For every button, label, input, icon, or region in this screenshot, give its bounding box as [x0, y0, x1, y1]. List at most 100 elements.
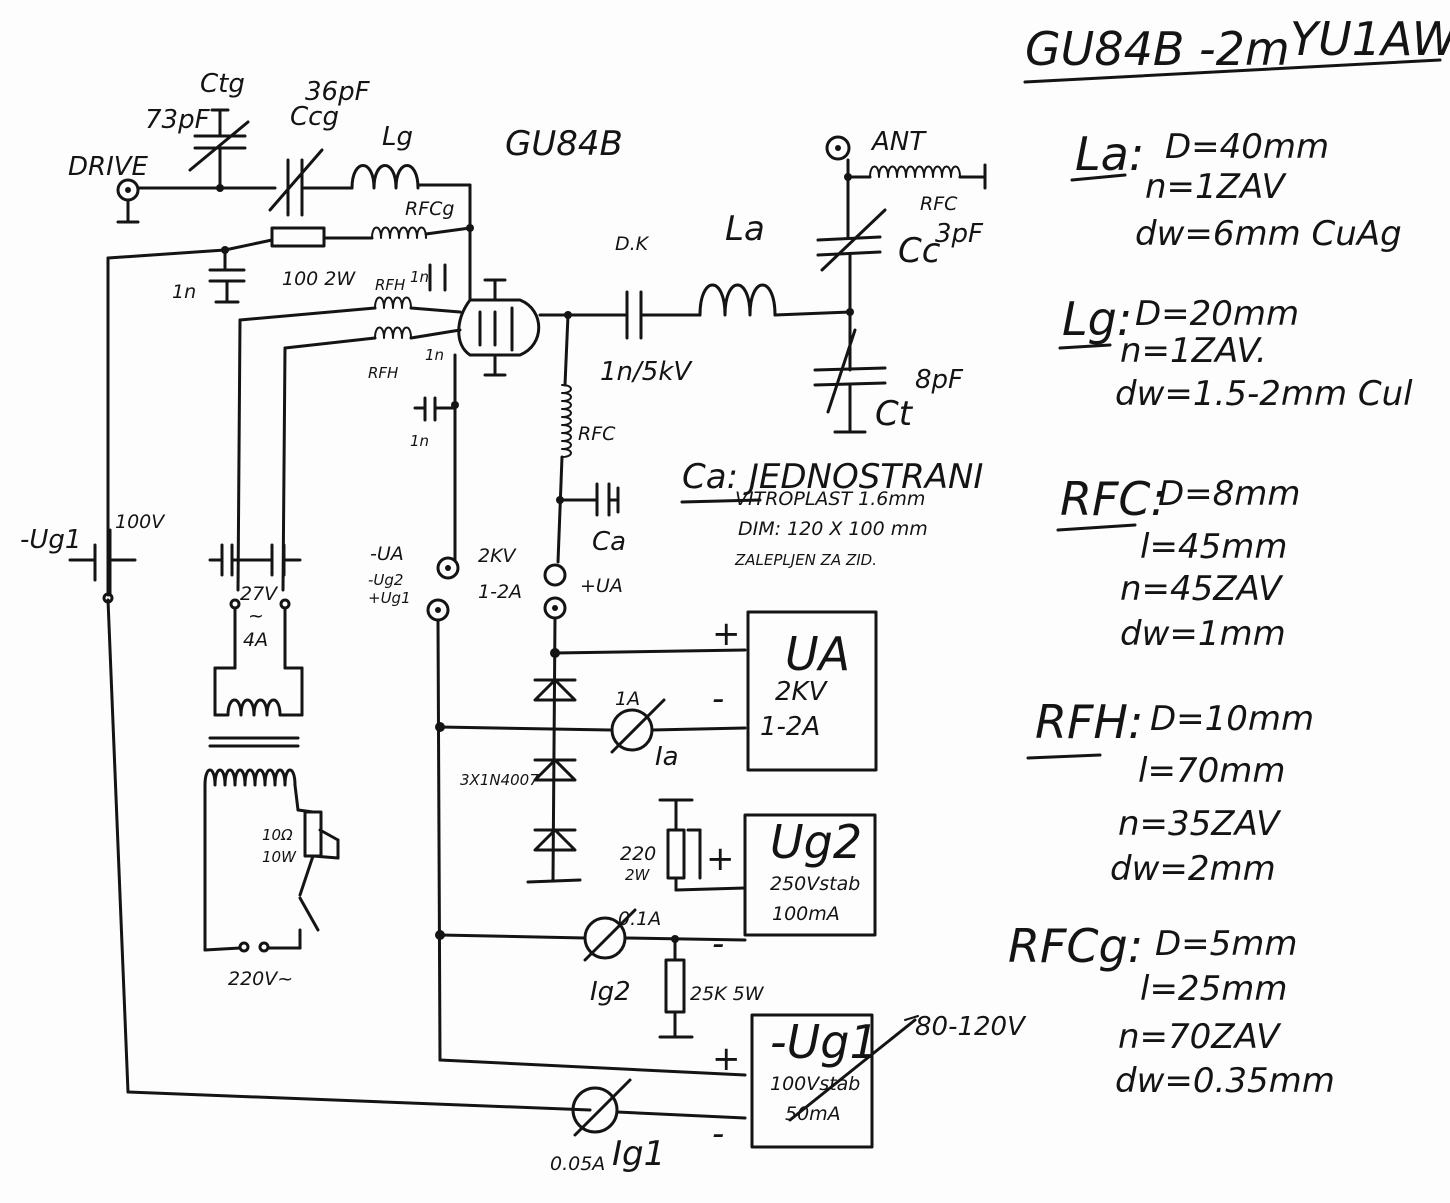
spec-rfcg-l1: D=5mm: [1155, 924, 1298, 964]
cc-value: 3pF: [935, 219, 984, 249]
spec-lg-l1: D=20mm: [1135, 294, 1299, 334]
spec-la-l3: dw=6mm CuAg: [1135, 214, 1402, 254]
filament-ac: ~: [248, 605, 264, 627]
meter-ia: 1A Ia: [438, 688, 747, 772]
rfh-2-label: RFH: [368, 364, 398, 382]
ccg-value: 36pF: [305, 77, 371, 107]
supply-ug2-l1: 250Vstab: [770, 873, 860, 895]
coupling-cap-label: 1n/5kV: [600, 357, 693, 387]
mains-label: 220V~: [228, 968, 293, 990]
spec-lg: Lg: D=20mm n=1ZAV. dw=1.5-2mm Cul: [1058, 292, 1413, 414]
spec-rfcg-l4: dw=0.35mm: [1115, 1061, 1335, 1101]
ua-plus-label: +UA: [580, 575, 623, 597]
filament-current: 4A: [243, 629, 268, 651]
spec-lg-head: Lg:: [1062, 292, 1132, 346]
rfc-ant-label: RFC: [920, 193, 958, 215]
spec-rfh-head: RFH:: [1035, 695, 1144, 749]
diodes-label: 3X1N4007: [460, 771, 539, 789]
supply-ua-l2: 1-2A: [760, 712, 820, 742]
spec-rfh-l2: l=70mm: [1138, 751, 1285, 791]
resistor-100: 100 2W: [106, 226, 374, 290]
diode-string: 3X1N4007: [460, 678, 582, 884]
anode-rfc: [561, 384, 572, 458]
ua-minus-label: -UA: [370, 543, 404, 565]
resistor-220: [666, 828, 686, 880]
rfc-label: RFC: [578, 423, 616, 445]
spec-rfcg-head: RFCg:: [1008, 919, 1143, 973]
cc-label: Cc: [898, 231, 941, 271]
ig1-range-label: 0.05A: [550, 1153, 605, 1175]
spec-rfcg-l3: n=70ZAV: [1118, 1017, 1282, 1057]
spec-rfc-l3: n=45ZAV: [1120, 569, 1284, 609]
kv-label: 2KV: [478, 545, 518, 567]
spec-rfh-l1: D=10mm: [1150, 699, 1314, 739]
ca-label: Ca: [592, 527, 626, 557]
supply-ua-minus: -: [712, 679, 724, 719]
ctg-capacitor: Ctg 73pF: [145, 69, 250, 190]
supply-ug2-minus: -: [712, 924, 724, 964]
bias-battery: -Ug1 100V: [20, 511, 166, 604]
resistor-25k: [664, 958, 686, 1014]
spec-lg-l2: n=1ZAV.: [1120, 331, 1267, 371]
rfh-choke-2: [374, 326, 412, 339]
spec-rfh: RFH: D=10mm l=70mm n=35ZAV dw=2mm: [1026, 695, 1314, 889]
rfcg-coil: RFCg: [371, 198, 472, 239]
spec-rfc-head: RFC:: [1060, 472, 1166, 526]
ig1-label: Ig1: [612, 1134, 665, 1174]
ug2-minus-label: -Ug2: [368, 571, 403, 589]
header-underline: [1023, 58, 1442, 84]
spec-la: La: D=40mm n=1ZAV dw=6mm CuAg: [1070, 127, 1402, 254]
transformer-primary: [203, 768, 297, 787]
cathode-section: 1n -UA -Ug2 +Ug1 2KV 1-2A: [368, 353, 747, 1077]
bypass-cap-1-label: 1n: [172, 281, 196, 303]
supply-ua-name: UA: [785, 627, 850, 681]
header-title: GU84B -2m: [1025, 22, 1290, 76]
spec-la-l2: n=1ZAV: [1145, 167, 1288, 207]
spec-rfc-l2: l=45mm: [1140, 527, 1287, 567]
ant-label: ANT: [870, 127, 927, 157]
spec-rfc-l1: D=8mm: [1158, 474, 1301, 514]
r25k-label: 25K 5W: [690, 983, 765, 1005]
spec-rfh-l4: dw=2mm: [1110, 849, 1276, 889]
supply-ug1-name: -Ug1: [770, 1015, 879, 1069]
ia-range-label: 1A: [615, 688, 640, 710]
res-10-power: 10W: [262, 848, 297, 866]
ccg-capacitor: 36pF Ccg: [268, 77, 371, 217]
supply-ug2-l2: 100mA: [772, 903, 840, 925]
supply-ug2: 220 2W Ug2 250Vstab 100mA + -: [620, 798, 877, 964]
lg-coil: Lg: [350, 122, 472, 190]
supply-ug1-minus: -: [712, 1114, 724, 1154]
ca-note-line2: VITROPLAST 1.6mm: [735, 488, 925, 510]
la-coil: [698, 283, 777, 317]
spec-rfh-l3: n=35ZAV: [1118, 804, 1282, 844]
r220-power: 2W: [625, 866, 651, 884]
antenna-connector: [825, 135, 851, 161]
transformer-secondary: [213, 698, 304, 717]
meter-ig2: 0.1A Ig2 25K 5W: [438, 908, 765, 1039]
rfc-antenna-choke: [869, 165, 961, 178]
ig2-range-label: 0.1A: [618, 908, 661, 930]
filament-voltage: 27V: [240, 583, 279, 605]
supply-ug1-l2: 50mA: [785, 1103, 841, 1125]
ctg-value: 73pF: [145, 105, 211, 135]
dk-label: D.K: [615, 233, 650, 255]
ug1-bias-label: -Ug1: [20, 525, 81, 555]
mains-switch: [298, 896, 320, 932]
ca-note-line3: DIM: 120 X 100 mm: [738, 518, 928, 540]
ca-note: Ca: JEDNOSTRANI VITROPLAST 1.6mm DIM: 12…: [680, 457, 983, 569]
ct-value: 8pF: [915, 365, 964, 395]
ca-note-line1: Ca: JEDNOSTRANI: [682, 457, 983, 497]
la-label: La: [725, 209, 765, 249]
ct-label: Ct: [875, 394, 914, 434]
ctg-label: Ctg: [200, 69, 245, 99]
spec-rfc-l4: dw=1mm: [1120, 614, 1286, 654]
bias-value: 100V: [115, 511, 166, 533]
supply-ug1-l1: 100Vstab: [770, 1073, 860, 1095]
spec-lg-l3: dw=1.5-2mm Cul: [1115, 374, 1413, 414]
ug1-plus-label: +Ug1: [368, 589, 411, 607]
resistor-10ohm: [303, 810, 323, 858]
common-rail: [436, 618, 442, 1062]
spec-rfcg-l2: l=25mm: [1140, 969, 1287, 1009]
